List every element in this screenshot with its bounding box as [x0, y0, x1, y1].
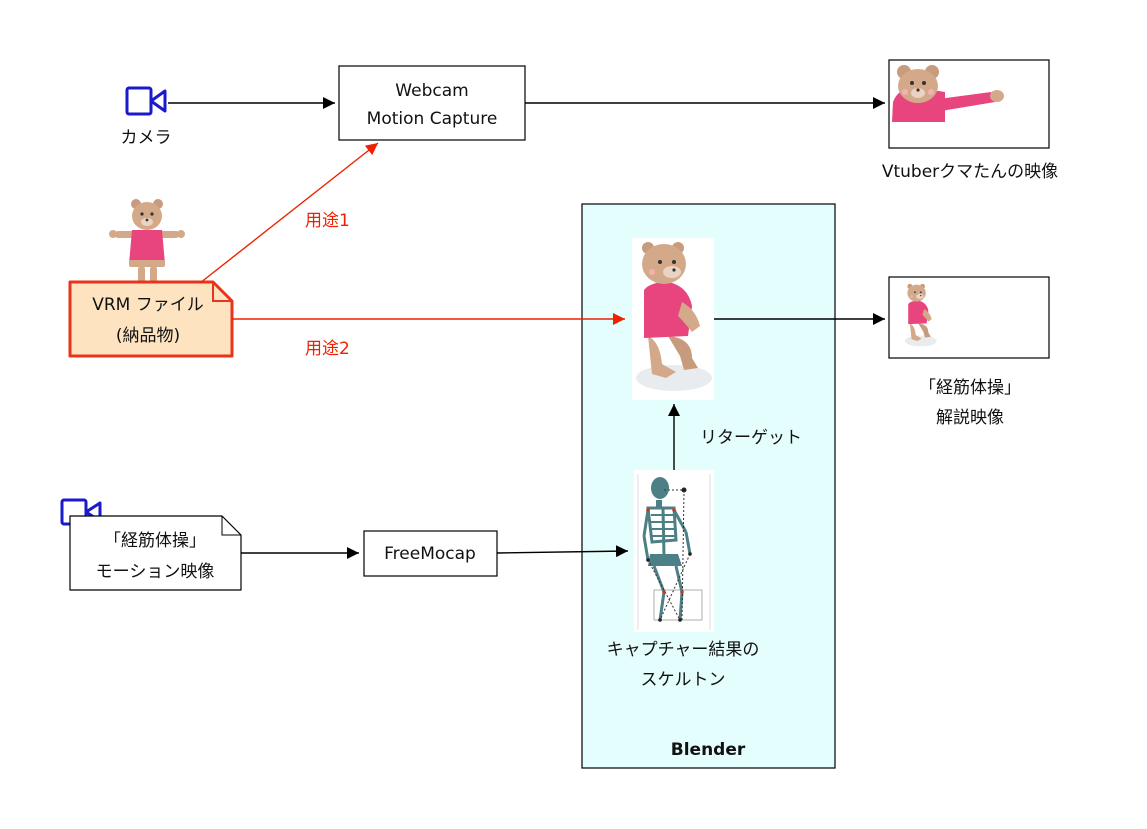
- vrm-file-fold: [212, 282, 232, 302]
- camera-icon: [125, 86, 167, 116]
- camera-label: カメラ: [121, 128, 172, 148]
- freemocap-box: [363, 530, 498, 577]
- skeleton-icon: [637, 474, 711, 630]
- arrow-usage1: [199, 142, 379, 284]
- webcam-label-line2: Motion Capture: [367, 109, 498, 129]
- motion-video-file: [69, 515, 242, 591]
- usage1-label: 用途1: [305, 211, 350, 231]
- vrm-file-line2: (納品物): [116, 326, 180, 346]
- bear-icon: [109, 199, 185, 292]
- motion-video-line1: 「経筋体操」: [104, 531, 206, 551]
- usage2-label: 用途2: [305, 339, 350, 359]
- motion-video-fold: [221, 516, 241, 536]
- vtuber-output-label: Vtuberクマたんの映像: [882, 162, 1058, 182]
- motion-video-line2: モーション映像: [96, 562, 215, 582]
- explanation-output-line1: 「経筋体操」: [919, 378, 1021, 398]
- webcam-label-line1: Webcam: [395, 81, 468, 101]
- vrm-file-line1: VRM ファイル: [92, 295, 204, 315]
- retarget-label: リターゲット: [700, 428, 802, 448]
- blender-label: Blender: [671, 740, 746, 760]
- explanation-output-line2: 解説映像: [936, 408, 1004, 428]
- webcam-motion-capture-box: [338, 65, 526, 141]
- skeleton-caption-line2: スケルトン: [641, 670, 726, 690]
- arrow-freemocap-to-skeleton: [496, 545, 629, 558]
- freemocap-label: FreeMocap: [384, 544, 476, 564]
- vrm-file-box: [68, 280, 234, 358]
- skeleton-caption-line1: キャプチャー結果の: [607, 640, 760, 660]
